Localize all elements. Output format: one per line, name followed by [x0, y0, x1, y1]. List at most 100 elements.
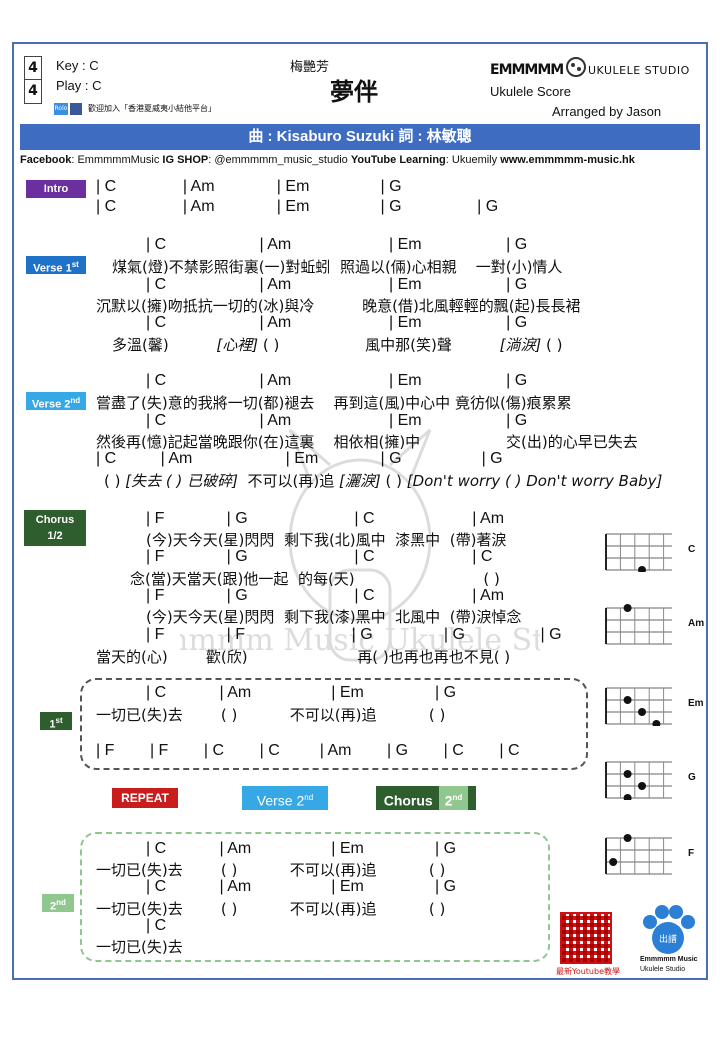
first-chords-2: | F | F | C | C | Am | G | C | C	[96, 742, 520, 759]
watermark-text: Emmmmm Music Ukulele Studio	[180, 623, 540, 658]
lyric-part: [心裡]	[216, 336, 259, 354]
nav-verse2: Verse 2nd	[242, 786, 328, 810]
first-text: 1	[49, 718, 56, 731]
facebook-value: : EmmmmmMusic	[71, 154, 163, 166]
section-intro: Intro	[26, 180, 86, 198]
ig-label: IG SHOP	[162, 154, 209, 166]
nav-verse2-text: Verse 2	[256, 792, 305, 809]
lyric-part: ( )	[541, 336, 563, 354]
chorus-part: 1/2	[47, 530, 63, 542]
chord-name-c: C	[688, 544, 696, 555]
finger-dot	[623, 794, 632, 800]
verse2-lyric-2: 然後再(憶)記起當晚跟你(在)這裏 相依相(擁)中 交(出)的心早已失去	[96, 433, 638, 451]
nav-chorus2-sup: nd	[452, 793, 463, 802]
verse2-lyric-1: 嘗盡了(失)意的我將一切(都)褪去 再到這(風)中心中 竟彷似(傷)痕累累	[96, 394, 572, 412]
verse1-chords-3: | C | Am | Em | G	[146, 314, 528, 331]
second-chords-3: | C	[146, 917, 167, 934]
lyric-part: ( )	[104, 472, 126, 490]
second-text: 2	[50, 900, 57, 913]
facebook-label: Facebook	[20, 154, 72, 166]
chorus-chords-3: | F | G | C | Am	[146, 587, 505, 604]
lyric-part: [淌淚]	[499, 336, 542, 354]
verse2-text: Verse 2	[31, 398, 71, 411]
verse2-chords-3: | C | Am | Em | G | G	[96, 450, 503, 467]
play-label: Play : C	[56, 78, 102, 93]
section-chorus: Chorus 1/2	[24, 510, 86, 546]
verse2-lyric-3: ( ) [失去 ( ) 已破碎] 不可以(再)追 [灑淚] ( ) [Don't…	[104, 470, 662, 491]
chord-diagram-am	[605, 604, 672, 645]
lyric-part: ( ) 風中那(笑)聲	[258, 336, 500, 354]
social-links: Facebook: EmmmmmMusic IG SHOP: @emmmmm_m…	[20, 154, 635, 166]
arranger: Arranged by Jason	[552, 104, 662, 119]
facebook-icon	[70, 103, 82, 115]
repeat-label: REPEAT	[112, 788, 178, 808]
verse2-chords-2: | C | Am | Em | G	[146, 412, 528, 429]
finger-dot	[609, 858, 618, 866]
second-lyric-3: 一切已(失)去	[96, 938, 183, 956]
verse1-chords-1: | C | Am | Em | G	[146, 236, 528, 253]
chord-name-f: F	[688, 848, 695, 859]
key-label: Key : C	[56, 58, 99, 73]
ig-value: : @emmmmm_music_studio	[208, 154, 351, 166]
intro-chords-1: | C | Am | Em | G	[96, 178, 402, 195]
finger-dot	[638, 782, 646, 790]
chord-name-g: G	[688, 772, 696, 783]
second-lyric-2: 一切已(失)去 ( ) 不可以(再)追 ( )	[96, 900, 446, 918]
finger-dot	[638, 566, 646, 572]
verse2-chords-1: | C | Am | Em | G	[146, 372, 528, 389]
score-type: Ukulele Score	[490, 84, 571, 99]
verse1-lyric-2: 沉默以(擁)吻抵抗一切的(冰)與冷 晚意(借)北風輕輕的飄(起)長長裙	[96, 297, 581, 315]
watermark-logo-icon: Emmmmm Music Ukulele Studio	[180, 428, 540, 662]
chord-name-am: Am	[688, 618, 705, 629]
chord-diagram-c	[605, 533, 672, 572]
qr-code	[560, 912, 612, 964]
first-sup: st	[55, 716, 63, 725]
lyric-part: ( )	[380, 472, 407, 490]
second-chords-1: | C | Am | Em | G	[146, 840, 457, 857]
verse1-text: Verse 1	[33, 262, 72, 275]
ukulele-logo-icon	[566, 57, 586, 77]
lyric-part: 不可以(再)追	[237, 472, 339, 490]
chorus-lyric-2: 念(當)天當天(跟)他一起 的每(天) ( )	[130, 570, 500, 588]
website: www.emmmmm-music.hk	[500, 154, 635, 166]
chorus-lyric-1: (今)天今天(星)閃閃 剩下我(北)風中 漆黑中 (帶)著淚	[146, 531, 507, 549]
lyric-part: [Don't worry ( ) Don't worry Baby]	[406, 472, 663, 490]
paw-caption-1: Emmmmm Music	[640, 956, 698, 963]
finger-dot	[623, 604, 632, 612]
verse1-lyric-3: 多溫(馨) [心裡] ( ) 風中那(笑)聲 [淌淚] ( )	[112, 334, 563, 355]
brand-name: EMMMMM	[490, 62, 564, 78]
chord-diagram-f	[605, 834, 672, 875]
second-ending-box	[80, 832, 550, 962]
chorus-chords-1: | F | G | C | Am	[146, 510, 505, 527]
credits-bar: 曲 : Kisaburo Suzuki 詞 : 林敏聰	[20, 124, 700, 150]
second-lyric-1: 一切已(失)去 ( ) 不可以(再)追 ( )	[96, 861, 446, 879]
verse2-sup: nd	[70, 396, 81, 405]
finger-dot	[638, 708, 646, 716]
chorus-chords-2: | F | G | C | C	[146, 548, 493, 565]
time-signature: 4 4	[24, 56, 42, 104]
nav-chorus-part: 2nd	[438, 786, 469, 810]
section-verse2: Verse 2nd	[26, 392, 86, 411]
chorus-text: Chorus	[35, 514, 75, 526]
song-title: 夢伴	[330, 78, 378, 106]
youtube-value: : Ukuemily	[445, 154, 501, 166]
chord-diagram-em	[605, 687, 672, 726]
time-sig-top: 4	[25, 57, 41, 80]
brand-tail: UKULELE STUDIO	[588, 64, 690, 77]
promo-text: 歡迎加入「香港夏威夷小結他平台」	[88, 104, 216, 113]
first-lyric-1: 一切已(失)去 ( ) 不可以(再)追 ( )	[96, 706, 446, 724]
score-sheet-border	[12, 42, 708, 980]
finger-dot	[623, 696, 632, 704]
rolo-badge: Rolo	[54, 103, 68, 115]
chorus-lyric-4: 當天的(心) 歡(欣) 再( )也再也再也不見( )	[96, 648, 511, 666]
finger-dot	[623, 770, 632, 778]
section-first-ending: 1st	[40, 712, 72, 731]
chord-diagram-g	[605, 761, 672, 800]
nav-chorus2-text: 2	[444, 792, 453, 809]
verse1-lyric-1: 煤氣(燈)不禁影照街裏(一)對蚯蚓 照過以(倆)心相親 一對(小)情人	[112, 258, 563, 276]
paw-caption-2: Ukulele Studio	[640, 966, 686, 973]
qr-caption: 最新Youtube教學	[556, 967, 620, 976]
youtube-label: YouTube Learning	[350, 154, 446, 166]
intro-chords-2: | C | Am | Em | G | G	[96, 198, 499, 215]
